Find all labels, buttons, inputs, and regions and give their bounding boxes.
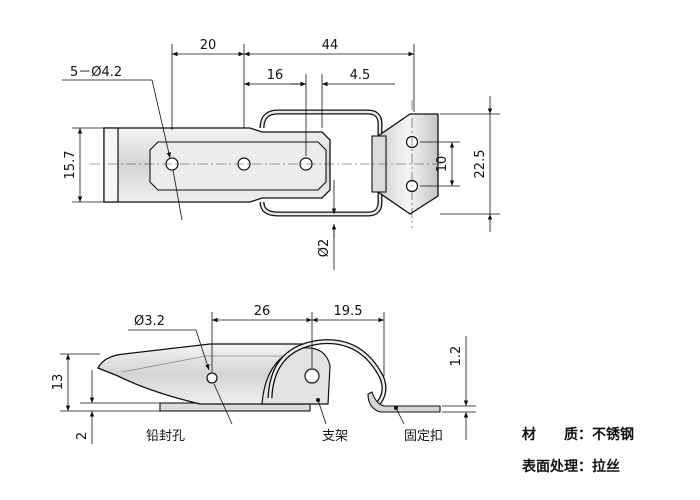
spec-material: 材 质：不锈钢 (522, 424, 634, 444)
dim-26: 26 (254, 304, 271, 319)
dim-2: 2 (75, 432, 90, 440)
bracket-pivot (304, 368, 320, 384)
spec-finish: 表面处理：拉丝 (522, 456, 620, 476)
callout-keeper: 固定扣 (404, 429, 443, 444)
spec-material-value: 不锈钢 (592, 427, 634, 443)
keeper-side (367, 391, 441, 413)
dim-wire-dia: Ø2 (317, 239, 332, 258)
dim-1-2: 1.2 (449, 346, 464, 367)
dim-10: 10 (435, 156, 450, 173)
spec-material-label: 材 质： (522, 427, 592, 443)
dim-13: 13 (51, 374, 66, 391)
dim-seal-hole-dia: Ø3.2 (134, 314, 165, 329)
hole-dia-callout: 5－Ø4.2 (70, 65, 122, 80)
dim-19-5: 19.5 (334, 304, 363, 319)
dim-22-5: 22.5 (473, 150, 488, 179)
dim-16: 16 (267, 68, 284, 83)
side-view: Ø3.2 26 19.5 13 2 1.2 铅封孔 支架 固定 (51, 304, 476, 444)
latch-end-cap (103, 127, 119, 203)
seal-hole (206, 372, 218, 384)
dim-20: 20 (200, 38, 217, 53)
callout-bracket: 支架 (322, 429, 348, 444)
spec-finish-value: 拉丝 (592, 459, 620, 475)
spec-finish-label: 表面处理： (522, 459, 592, 475)
top-view: 20 44 16 4.5 5－Ø4.2 15.7 10 (62, 38, 500, 270)
callout-seal-hole: 铅封孔 (146, 429, 185, 444)
dim-44: 44 (322, 38, 339, 53)
dim-4-5: 4.5 (350, 68, 371, 83)
latch-body-side (97, 343, 305, 405)
dim-15-7: 15.7 (63, 151, 78, 180)
